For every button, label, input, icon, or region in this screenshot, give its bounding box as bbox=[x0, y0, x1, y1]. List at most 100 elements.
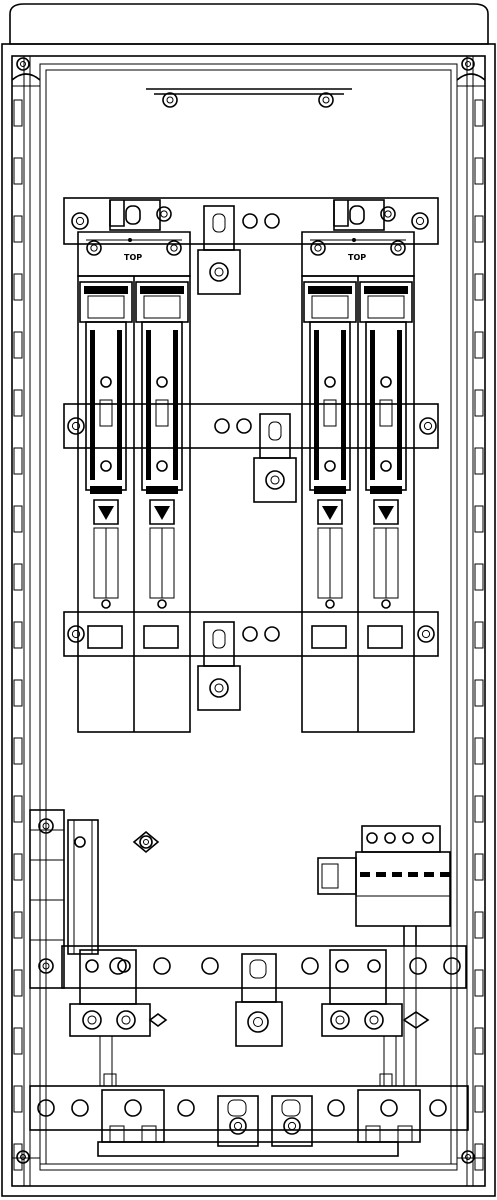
terminal-lug-clamp bbox=[217, 1095, 259, 1147]
rail-slot bbox=[474, 215, 484, 243]
rail-slot bbox=[474, 911, 484, 939]
rail-slot bbox=[13, 1143, 23, 1171]
holder-head-screw bbox=[390, 240, 406, 256]
busbar-rail-bottom bbox=[63, 611, 439, 657]
busbar-hole bbox=[327, 1099, 345, 1117]
busbar-hole bbox=[153, 957, 171, 975]
terminal-lug-clamp bbox=[253, 457, 297, 503]
rail-slot bbox=[474, 1143, 484, 1171]
terminal-screw bbox=[209, 678, 229, 698]
holder-head-screw bbox=[166, 240, 182, 256]
terminal-screw bbox=[265, 470, 285, 490]
rail-slot bbox=[474, 389, 484, 417]
holder-screw bbox=[380, 206, 396, 222]
rail-slot bbox=[13, 1085, 23, 1113]
rail-slot bbox=[13, 679, 23, 707]
surge-protection-device bbox=[317, 825, 451, 946]
rail-slot bbox=[13, 215, 23, 243]
clamp-screw bbox=[247, 1011, 269, 1033]
terminal-block bbox=[329, 949, 387, 1005]
rail-slot bbox=[13, 331, 23, 359]
clamp-screw bbox=[364, 1010, 384, 1030]
rail-slot bbox=[474, 505, 484, 533]
terminal-screw bbox=[209, 262, 229, 282]
busbar-hole bbox=[177, 1099, 195, 1117]
center-terminal-lugs bbox=[197, 205, 297, 711]
earth-terminal-strip bbox=[29, 809, 99, 989]
terminal-block bbox=[79, 949, 137, 1005]
fuse-indicator-window bbox=[143, 625, 179, 649]
rail-hole bbox=[236, 418, 252, 434]
rail-slot bbox=[474, 563, 484, 591]
fuse-holder-left bbox=[77, 199, 191, 733]
holder-top-clip bbox=[333, 199, 385, 231]
rail-slot bbox=[13, 621, 23, 649]
rail-slot bbox=[13, 737, 23, 765]
busbar-rail-middle bbox=[63, 403, 439, 449]
rail-slot bbox=[13, 389, 23, 417]
rail-slot bbox=[13, 157, 23, 185]
rail-screw bbox=[71, 212, 89, 230]
terminal-lug-clamp bbox=[197, 665, 241, 711]
rail-screw bbox=[419, 417, 437, 435]
busbar-hole bbox=[409, 957, 427, 975]
rail-slot bbox=[474, 1085, 484, 1113]
enclosure-base bbox=[40, 1141, 457, 1165]
rail-slot bbox=[13, 505, 23, 533]
holder-left-marking: TOP bbox=[124, 253, 142, 262]
busbar-rail-top bbox=[63, 197, 439, 245]
rail-slot bbox=[474, 447, 484, 475]
top-handle-bar bbox=[146, 88, 352, 108]
busbar-hole bbox=[301, 957, 319, 975]
rail-slot bbox=[474, 969, 484, 997]
neutral-busbar bbox=[61, 945, 467, 989]
rail-slot bbox=[474, 99, 484, 127]
terminal-lug-clamp bbox=[197, 249, 241, 295]
mounting-screw bbox=[132, 830, 160, 854]
clamp-screw bbox=[330, 1010, 350, 1030]
rail-slot bbox=[13, 273, 23, 301]
rail-slot bbox=[13, 447, 23, 475]
holder-right-marking: TOP bbox=[348, 253, 366, 262]
rail-slot bbox=[474, 621, 484, 649]
clamp-screw bbox=[82, 1010, 102, 1030]
rail-slot bbox=[474, 853, 484, 881]
rail-hole bbox=[264, 626, 280, 642]
corner-screws bbox=[16, 57, 475, 1164]
rail-slot bbox=[474, 795, 484, 823]
terminal-lug-tab bbox=[203, 621, 235, 667]
rail-slot bbox=[13, 1027, 23, 1055]
rail-screw bbox=[417, 625, 435, 643]
din-rail-slots bbox=[13, 99, 484, 1171]
rail-slot bbox=[13, 795, 23, 823]
rail-slot bbox=[474, 737, 484, 765]
rail-hole bbox=[242, 626, 258, 642]
busbar-hole bbox=[71, 1099, 89, 1117]
rail-hole bbox=[242, 213, 258, 229]
rail-slot bbox=[474, 1027, 484, 1055]
rail-slot bbox=[474, 273, 484, 301]
holder-head-screw bbox=[310, 240, 326, 256]
rail-screw bbox=[67, 417, 85, 435]
busbar-hole bbox=[443, 957, 461, 975]
rail-slot bbox=[13, 911, 23, 939]
rail-hole bbox=[214, 418, 230, 434]
terminal-lug-tab bbox=[259, 413, 291, 459]
busbar-hole bbox=[201, 957, 219, 975]
lower-terminal-lugs bbox=[69, 946, 430, 1087]
pe-busbar bbox=[29, 1085, 469, 1131]
rail-hole bbox=[264, 213, 280, 229]
fuse-section bbox=[63, 197, 439, 733]
rail-screw bbox=[411, 212, 429, 230]
rail-slot bbox=[13, 969, 23, 997]
rail-screw bbox=[67, 625, 85, 643]
holder-head-screw bbox=[86, 240, 102, 256]
bottom-terminal-lugs bbox=[101, 1089, 421, 1147]
fuse-indicator-window bbox=[367, 625, 403, 649]
rail-slot bbox=[474, 331, 484, 359]
rail-slot bbox=[474, 679, 484, 707]
clamp-screw bbox=[229, 1117, 247, 1135]
terminal-lug-clamp bbox=[271, 1095, 313, 1147]
